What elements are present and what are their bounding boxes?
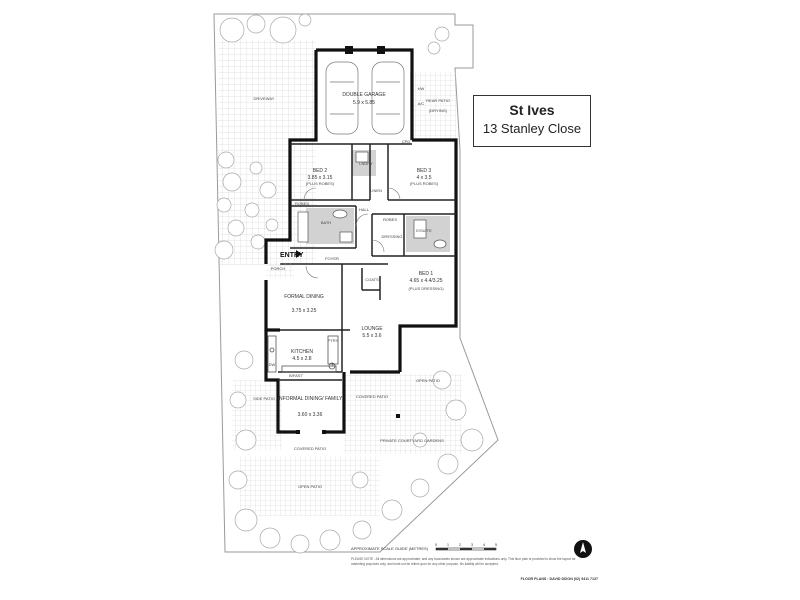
formal-dining-label: FORMAL DINING <box>284 294 324 300</box>
garage-label: DOUBLE GARAGE <box>342 92 386 98</box>
scale-label: APPROXIMATE SCALE GUIDE (METRES) <box>351 546 429 551</box>
svg-text:5: 5 <box>495 542 498 547</box>
svg-text:2: 2 <box>459 542 462 547</box>
formal-dining-dims: 3.75 x 3.25 <box>292 308 317 314</box>
pantry-label: PTRY <box>328 338 339 343</box>
foyer-label: FOYER <box>325 256 339 261</box>
garage-dims: 5.9 x 5.85 <box>353 100 375 106</box>
porch-floor <box>266 262 294 278</box>
scale-ticks: 0 1 2 3 4 5 <box>435 542 498 547</box>
door-swings <box>303 187 401 279</box>
garden-shrubs <box>214 13 484 554</box>
bed3-label: BED 3 <box>417 168 432 174</box>
dishwasher-label: DW <box>269 362 276 367</box>
coats-label: COATS <box>365 277 379 282</box>
patio-posts <box>296 414 400 434</box>
hall-label: HALL <box>359 207 370 212</box>
svg-text:1: 1 <box>447 542 450 547</box>
garage-cars <box>325 61 405 135</box>
svg-text:3: 3 <box>471 542 474 547</box>
bath-label: BATH <box>321 220 331 225</box>
lounge-label: LOUNGE <box>361 326 383 332</box>
plan-credit: FLOOR PLANS : DAVID DIXON (02) 9411 7137 <box>520 577 598 581</box>
linen-label: LINEN <box>370 188 382 193</box>
bed1-note: (PLUS DRESSING) <box>408 286 444 291</box>
open-patio-right-label: OPEN PATIO <box>416 378 440 383</box>
dressing-label: DRESSING <box>382 234 403 239</box>
kitchen-dims: 4.5 x 2.8 <box>292 356 311 362</box>
bed3-note: (PLUS ROBES) <box>410 181 439 186</box>
bed1-label: BED 1 <box>419 271 434 277</box>
bed2-label: BED 2 <box>313 168 328 174</box>
bed3-dims: 4 x 3.5 <box>416 175 431 181</box>
courtyard-label: PRIVATE COURTYARD GARDENS <box>380 438 444 443</box>
informal-dining-label: INFORMAL DINING/ FAMILY <box>278 396 343 402</box>
open-patio-low-label: OPEN PATIO <box>298 484 322 489</box>
title-box: St Ives 13 Stanley Close <box>473 95 591 147</box>
svg-text:0: 0 <box>435 542 438 547</box>
bath-fixtures <box>297 151 447 249</box>
rear-patio-paving <box>410 72 456 142</box>
bed2-note: (PLUS ROBES) <box>306 181 335 186</box>
covered-patio-mid-label: COVERED PATIO <box>356 394 388 399</box>
lounge-dims: 5.5 x 3.6 <box>362 333 381 339</box>
bed2-dims: 3.85 x 3.15 <box>308 175 333 181</box>
ac-label: A/C <box>418 101 425 106</box>
north-compass-icon <box>574 540 592 558</box>
rear-patio-note: (DRYING) <box>429 108 448 113</box>
hw-label: HW <box>418 86 425 91</box>
room-labels: DRIVEWAY DOUBLE GARAGE 5.9 x 5.85 REAR P… <box>253 86 450 489</box>
rear-patio-label: REAR PATIO <box>426 98 450 103</box>
driveway-label: DRIVEWAY <box>254 96 275 101</box>
robes-label-bed1: ROBES <box>383 217 397 222</box>
entry-label: ENTRY <box>280 252 304 259</box>
disclaimer-note: PLEASE NOTE : All dimensions are approxi… <box>351 557 576 566</box>
benchtop-label: B/FAST <box>289 373 303 378</box>
fridge-label: F <box>332 362 335 367</box>
porch-label: PORCH <box>271 266 286 271</box>
entry-arrow-icon <box>296 250 302 258</box>
kitchen-label: KITCHEN <box>291 349 313 355</box>
ensuite-label: E/SUITE <box>416 228 432 233</box>
robes-label-bed2: ROBES <box>295 201 309 206</box>
svg-text:4: 4 <box>483 542 486 547</box>
bed1-dims: 4.65 x 4.4/3.25 <box>409 278 442 284</box>
scale-bar <box>435 547 497 551</box>
suburb-title: St Ives <box>509 102 555 118</box>
cpd-label: CPD <box>402 139 411 144</box>
informal-dining-dims: 3.60 x 3.36 <box>298 412 323 418</box>
covered-patio-low-label: COVERED PATIO <box>294 446 326 451</box>
laundry-label: LNDRY <box>359 161 373 166</box>
interior-walls <box>278 143 456 381</box>
garage-piers <box>345 46 385 54</box>
side-patio-label: SIDE PATIO <box>253 396 275 401</box>
kitchen-fixtures <box>267 335 339 373</box>
site-boundary <box>213 13 499 553</box>
address-title: 13 Stanley Close <box>482 121 582 136</box>
